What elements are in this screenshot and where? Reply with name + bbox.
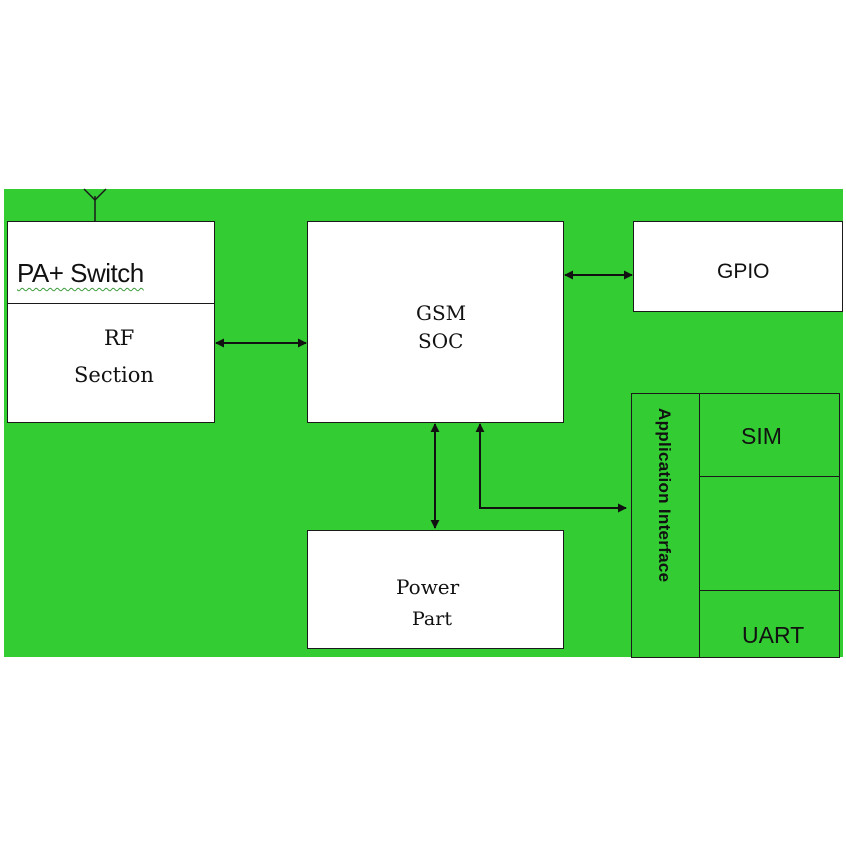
pa-switch-label: PA+ Switch <box>17 258 144 288</box>
gpio-block: GPIO <box>633 221 843 312</box>
part-label: Part <box>412 608 452 630</box>
rf-label: RF <box>104 326 135 350</box>
soc-label: SOC <box>418 329 464 353</box>
arrow-gsm-app-interface <box>475 423 627 513</box>
antenna-icon <box>83 188 107 222</box>
uart-label: UART <box>742 622 805 648</box>
power-part-block: Power Part <box>307 530 564 649</box>
interface-ports-block: SIM UART <box>699 393 840 658</box>
port-divider-2 <box>700 590 839 591</box>
gsm-soc-block: GSM SOC <box>307 221 564 423</box>
section-label: Section <box>74 363 154 387</box>
gpio-label: GPIO <box>717 260 770 283</box>
block-divider <box>8 303 214 304</box>
sim-label: SIM <box>741 423 782 449</box>
application-interface-label: Application Interface <box>655 408 674 583</box>
rf-section-block: PA+ Switch RF Section <box>7 221 215 423</box>
application-interface-block: Application Interface <box>631 393 701 658</box>
gsm-label: GSM <box>416 301 467 325</box>
power-label: Power <box>396 575 460 599</box>
port-divider-1 <box>700 476 839 477</box>
